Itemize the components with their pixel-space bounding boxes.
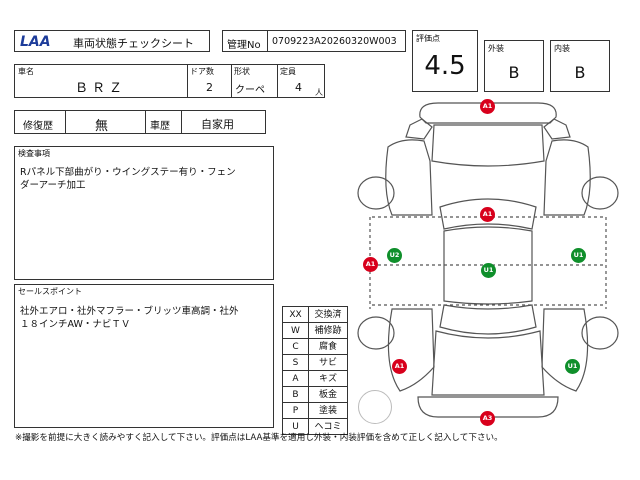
exterior-value: B <box>508 63 520 82</box>
sales-points-line-2: １８インチAW・ナビＴＶ <box>20 319 131 330</box>
right-front-wheel <box>581 176 619 210</box>
repair-row: 修復歴 無 車歴 自家用 <box>14 110 266 134</box>
damage-marker-right-front-fender: U1 <box>571 248 586 263</box>
legend-meaning: ヘコミ <box>308 418 348 435</box>
sheet-title-box: LAA 車両状態チェックシート <box>14 30 210 52</box>
hood-outline <box>431 124 545 167</box>
doors-value: 2 <box>206 81 213 94</box>
laa-logo: LAA <box>20 34 51 49</box>
rear-window-outline <box>439 304 537 335</box>
left-front-wheel <box>357 176 395 210</box>
inspection-box: 検査事項 Rパネル下部曲がり・ウイングステー有り・フェン ダーアーチ加工 <box>14 146 274 280</box>
damage-marker-left-front-fender: A1 <box>363 257 378 272</box>
inspection-label: 検査事項 <box>18 149 50 158</box>
logo-text: LAA <box>20 34 51 49</box>
legend-code: B <box>282 386 309 403</box>
doors-label: ドア数 <box>190 67 214 76</box>
usage-value: 自家用 <box>201 118 234 131</box>
left-front-corner <box>405 118 433 140</box>
legend-code: XX <box>282 306 309 323</box>
sheet-title: 車両状態チェックシート <box>73 37 194 50</box>
legend-meaning: 板金 <box>308 386 348 403</box>
front-bumper-outline <box>419 102 557 124</box>
control-no-value: 0709223A20260320W003 <box>272 36 397 47</box>
usage-label: 車歴 <box>150 121 170 132</box>
inspection-line-1: Rパネル下部曲がり・ウイングステー有り・フェン <box>20 167 236 178</box>
sales-points-label: セールスポイント <box>18 287 82 296</box>
damage-marker-left-front-door: U2 <box>387 248 402 263</box>
damage-marker-hood: A1 <box>480 207 495 222</box>
control-no-box: 管理No 0709223A20260320W003 <box>222 30 406 52</box>
legend-meaning: キズ <box>308 370 348 387</box>
right-front-corner <box>543 118 571 140</box>
damage-marker-left-rear-quarter: A1 <box>392 359 407 374</box>
body-value: クーペ <box>235 85 265 96</box>
legend-meaning: サビ <box>308 354 348 371</box>
roof-outline <box>443 226 533 305</box>
exterior-box: 外装 B <box>484 40 544 92</box>
legend-code: P <box>282 402 309 419</box>
rear-bumper-outline <box>417 396 559 418</box>
capacity-unit: 人 <box>315 88 323 97</box>
repair-value: 無 <box>95 119 109 134</box>
interior-value: B <box>574 63 586 82</box>
car-name: ＢＲＺ <box>75 81 127 96</box>
legend-meaning: 交換済 <box>308 306 348 323</box>
legend-code: W <box>282 322 309 339</box>
legend-meaning: 腐食 <box>308 338 348 355</box>
vehicle-info-row: 車名 ＢＲＺ ドア数 2 形状 クーペ 定員 4 人 <box>14 64 325 98</box>
windshield-outline <box>439 198 537 230</box>
exterior-label: 外装 <box>488 44 504 53</box>
legend-code: U <box>282 418 309 435</box>
control-no-label: 管理No <box>227 40 261 51</box>
footer-note: ※撮影を前提に大きく読みやすく記入して下さい。評価点はLAA基準を適用し外装・内… <box>15 433 503 443</box>
damage-marker-front-bumper: A1 <box>480 99 495 114</box>
inspection-line-2: ダーアーチ加工 <box>20 180 86 191</box>
right-rear-wheel <box>581 316 619 350</box>
capacity-label: 定員 <box>280 67 296 76</box>
left-rear-quarter-outline <box>387 308 435 392</box>
right-rear-quarter-outline <box>541 308 589 392</box>
legend-code: C <box>282 338 309 355</box>
repair-label: 修復歴 <box>23 121 53 132</box>
capacity-value: 4 <box>295 81 302 94</box>
left-front-fender-outline <box>385 139 433 216</box>
score-label: 評価点 <box>416 34 440 43</box>
body-label: 形状 <box>234 67 250 76</box>
left-rear-wheel <box>357 316 395 350</box>
damage-marker-rear-bumper: A3 <box>480 411 495 426</box>
legend-meaning: 補修跡 <box>308 322 348 339</box>
score-value: 4.5 <box>424 51 466 81</box>
score-box: 評価点 4.5 <box>412 30 478 92</box>
interior-label: 内装 <box>554 44 570 53</box>
inspector-seal-circle <box>358 390 392 424</box>
interior-box: 内装 B <box>550 40 610 92</box>
damage-marker-roof: U1 <box>481 263 496 278</box>
trunk-outline <box>431 330 545 396</box>
sales-points-box: セールスポイント 社外エアロ・社外マフラー・ブリッツ車高調・社外 １８インチAW… <box>14 284 274 428</box>
legend-meaning: 塗装 <box>308 402 348 419</box>
damage-marker-right-rear-quarter: U1 <box>565 359 580 374</box>
car-name-label: 車名 <box>18 67 34 76</box>
legend-code: S <box>282 354 309 371</box>
legend-code: A <box>282 370 309 387</box>
sales-points-line-1: 社外エアロ・社外マフラー・ブリッツ車高調・社外 <box>20 306 239 317</box>
right-front-fender-outline <box>543 139 591 216</box>
